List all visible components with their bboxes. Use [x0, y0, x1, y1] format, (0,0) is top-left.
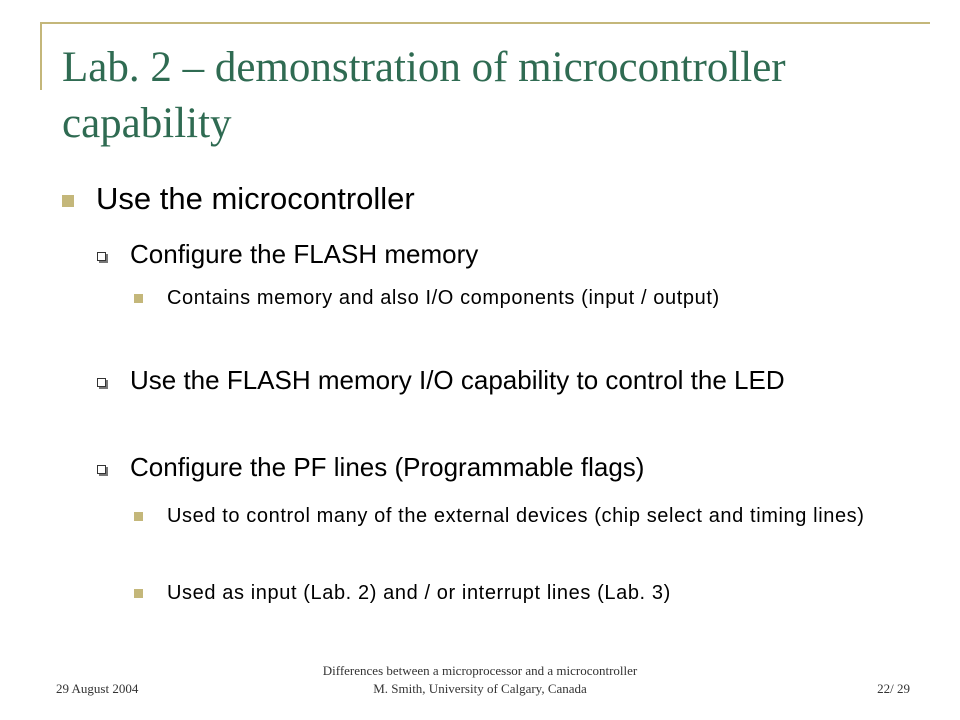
bullet-level2: Use the FLASH memory I/O capability to c… [130, 365, 785, 395]
footer-page-number: 22/ 29 [877, 681, 910, 696]
footer-center: Differences between a microprocessor and… [260, 662, 700, 698]
bullet-level3: Contains memory and also I/O components … [167, 287, 720, 309]
footer-date: 29 August 2004 [56, 681, 139, 696]
left-frame-line [40, 22, 42, 90]
bullet-square-icon [134, 589, 143, 598]
bullet-level1: Use the microcontroller [96, 181, 415, 216]
footer-author: M. Smith, University of Calgary, Canada [373, 681, 587, 696]
bullet-level2: Configure the PF lines (Programmable fla… [130, 452, 645, 482]
bullet-square-icon [134, 294, 143, 303]
bullet-square-icon [62, 195, 74, 207]
hollow-square-bullet-icon [97, 252, 106, 261]
hollow-square-bullet-icon [97, 465, 106, 474]
hollow-square-bullet-icon [97, 378, 106, 387]
top-frame-line [40, 22, 930, 24]
bullet-level3: Used to control many of the external dev… [167, 505, 865, 527]
bullet-level3: Used as input (Lab. 2) and / or interrup… [167, 582, 671, 604]
bullet-level2: Configure the FLASH memory [130, 239, 479, 269]
slide-title: Lab. 2 – demonstration of microcontrolle… [62, 44, 786, 147]
footer-course-title: Differences between a microprocessor and… [322, 663, 638, 678]
bullet-square-icon [134, 512, 143, 521]
